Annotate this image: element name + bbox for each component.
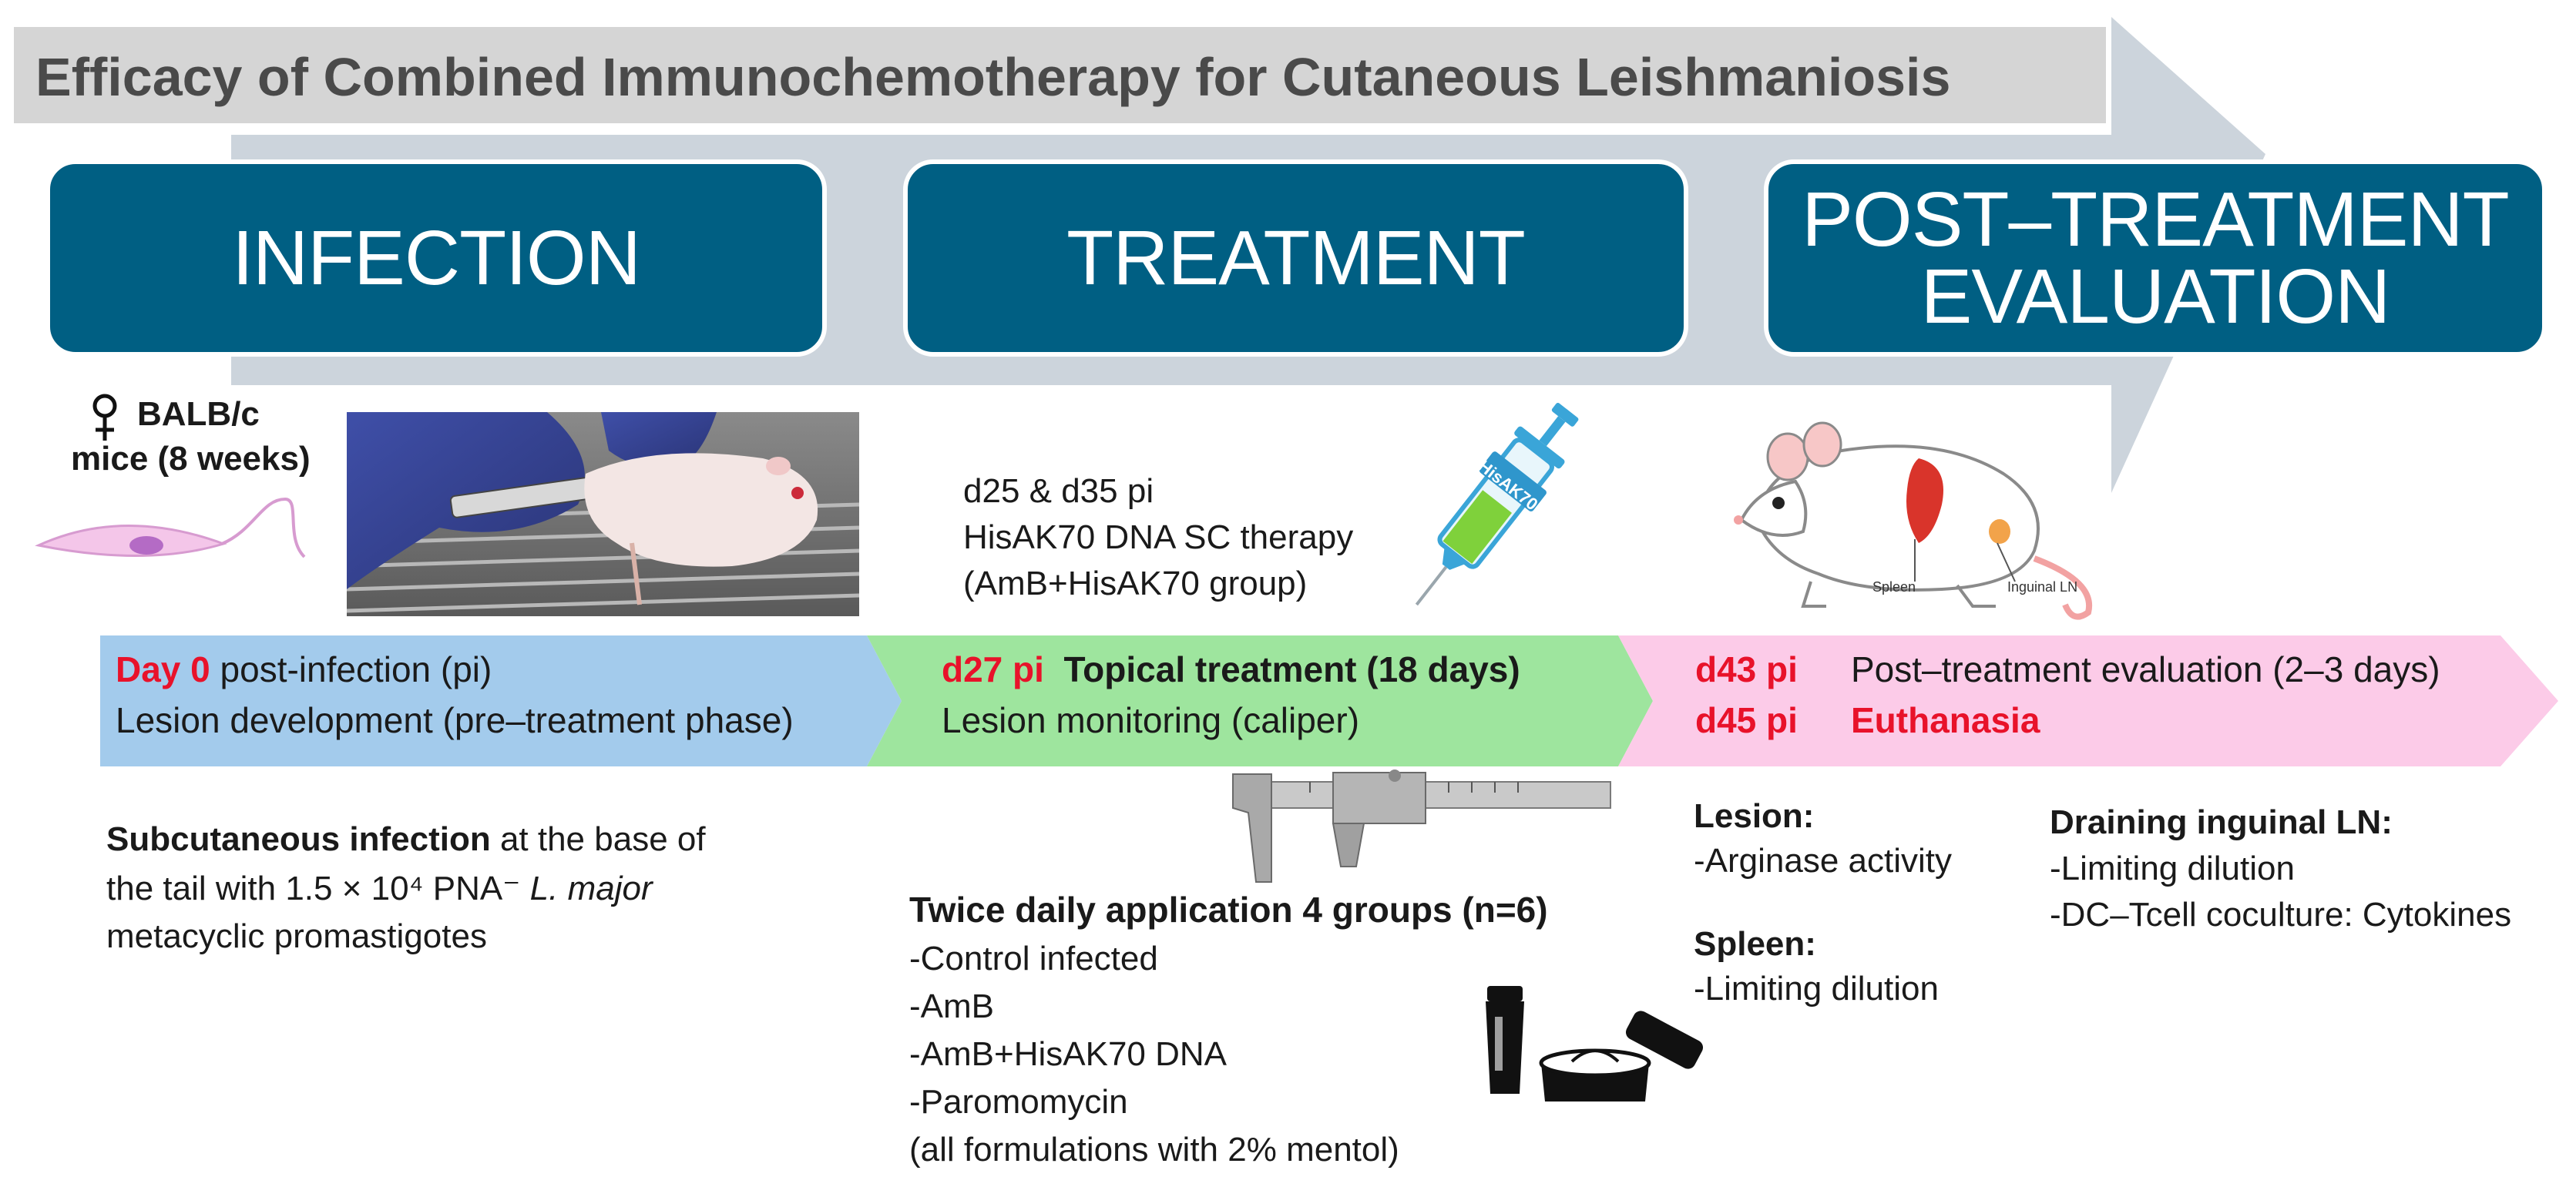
group-item: -AmB+HisAK70 DNA <box>909 1035 1228 1073</box>
topical-treatment-label: Topical treatment (18 days) <box>1063 649 1520 689</box>
timeline-segment-infection <box>100 635 902 766</box>
day0-label: Day 0 <box>116 649 210 689</box>
timeline-segment-treatment <box>867 635 1653 766</box>
infection-desc-rest: at the base of <box>499 820 706 858</box>
day0-description: post-infection (pi) <box>220 649 492 689</box>
d43-label: d43 pi <box>1695 649 1798 689</box>
spleen-readout: -Limiting dilution <box>1694 970 1939 1008</box>
timeline-treatment-line1: d27 pi Topical treatment (18 days) <box>942 645 1520 693</box>
phase-label-evaluation: POST–TREATMENT EVALUATION <box>1766 162 2544 354</box>
sc-therapy-days: d25 & d35 pi <box>963 472 1154 510</box>
d45-label: d45 pi <box>1695 700 1798 740</box>
cream-jar-icon <box>1486 986 1704 1101</box>
ln-title: Draining inguinal LN: <box>2050 803 2393 841</box>
infection-dose: the tail with 1.5 × 10⁴ PNA⁻ <box>106 870 521 907</box>
timeline-treatment-line2: Lesion monitoring (caliper) <box>942 700 1360 740</box>
spleen-tag: Spleen <box>1872 579 1916 595</box>
infection-desc-bold: Subcutaneous infection <box>106 820 491 858</box>
mouse-strain-label: BALB/c <box>137 395 260 433</box>
phase-label-evaluation-line2: EVALUATION <box>1920 253 2391 340</box>
mouse-anatomy-illustration <box>1734 421 2093 620</box>
timeline-infection-line1: Day 0 post-infection (pi) <box>116 645 492 693</box>
groups-title: Twice daily application 4 groups (n=6) <box>909 890 1548 930</box>
phase-label-evaluation-line1: POST–TREATMENT <box>1802 176 2510 263</box>
phase-label-infection: INFECTION <box>232 215 641 301</box>
leishmania-parasite-icon <box>35 497 306 558</box>
ln-readout: -Limiting dilution <box>2050 850 2295 887</box>
d45-description: Euthanasia <box>1851 700 2040 740</box>
infection-photo <box>347 412 859 616</box>
timeline-segment-evaluation <box>1618 635 2558 766</box>
caliper-icon <box>1232 770 1611 883</box>
spleen-title: Spleen: <box>1694 925 1816 963</box>
group-item: -Control infected <box>909 940 1158 977</box>
infection-desc-line3: metacyclic promastigotes <box>106 917 487 955</box>
group-item: -Paromomycin <box>909 1083 1128 1121</box>
d43-description: Post–treatment evaluation (2–3 days) <box>1851 649 2440 689</box>
phase-box-evaluation <box>1764 159 2547 357</box>
page-title: Efficacy of Combined Immunochemotherapy … <box>35 47 1951 107</box>
d27-label: d27 pi <box>942 649 1044 689</box>
sc-therapy-group: (AmB+HisAK70 group) <box>963 565 1308 602</box>
infection-desc-line2: the tail with 1.5 × 10⁴ PNA⁻ L. major <box>106 866 653 912</box>
phase-box-treatment <box>903 159 1688 357</box>
timeline-infection-line2: Lesion development (pre–treatment phase) <box>116 700 794 740</box>
phase-box-infection <box>45 159 827 357</box>
inguinal-ln-tag: Inguinal LN <box>2007 579 2078 595</box>
infection-desc-line1: Subcutaneous infection at the base of <box>106 816 706 863</box>
mouse-age-label: mice (8 weeks) <box>71 440 311 478</box>
group-item: -AmB <box>909 987 994 1025</box>
title-bar <box>14 27 2106 123</box>
lesion-readout: -Arginase activity <box>1694 842 1953 880</box>
phase-label-treatment: TREATMENT <box>1066 215 1526 301</box>
sc-therapy-name: HisAK70 DNA SC therapy <box>963 518 1354 556</box>
syringe-icon: HisAK70 <box>1415 402 1579 606</box>
ln-readout: -DC–Tcell coculture: Cytokines <box>2050 896 2512 934</box>
female-symbol-icon <box>92 394 117 441</box>
lesion-title: Lesion: <box>1694 797 1815 835</box>
parasite-species: L. major <box>529 870 653 907</box>
group-note: (all formulations with 2% mentol) <box>909 1131 1399 1169</box>
